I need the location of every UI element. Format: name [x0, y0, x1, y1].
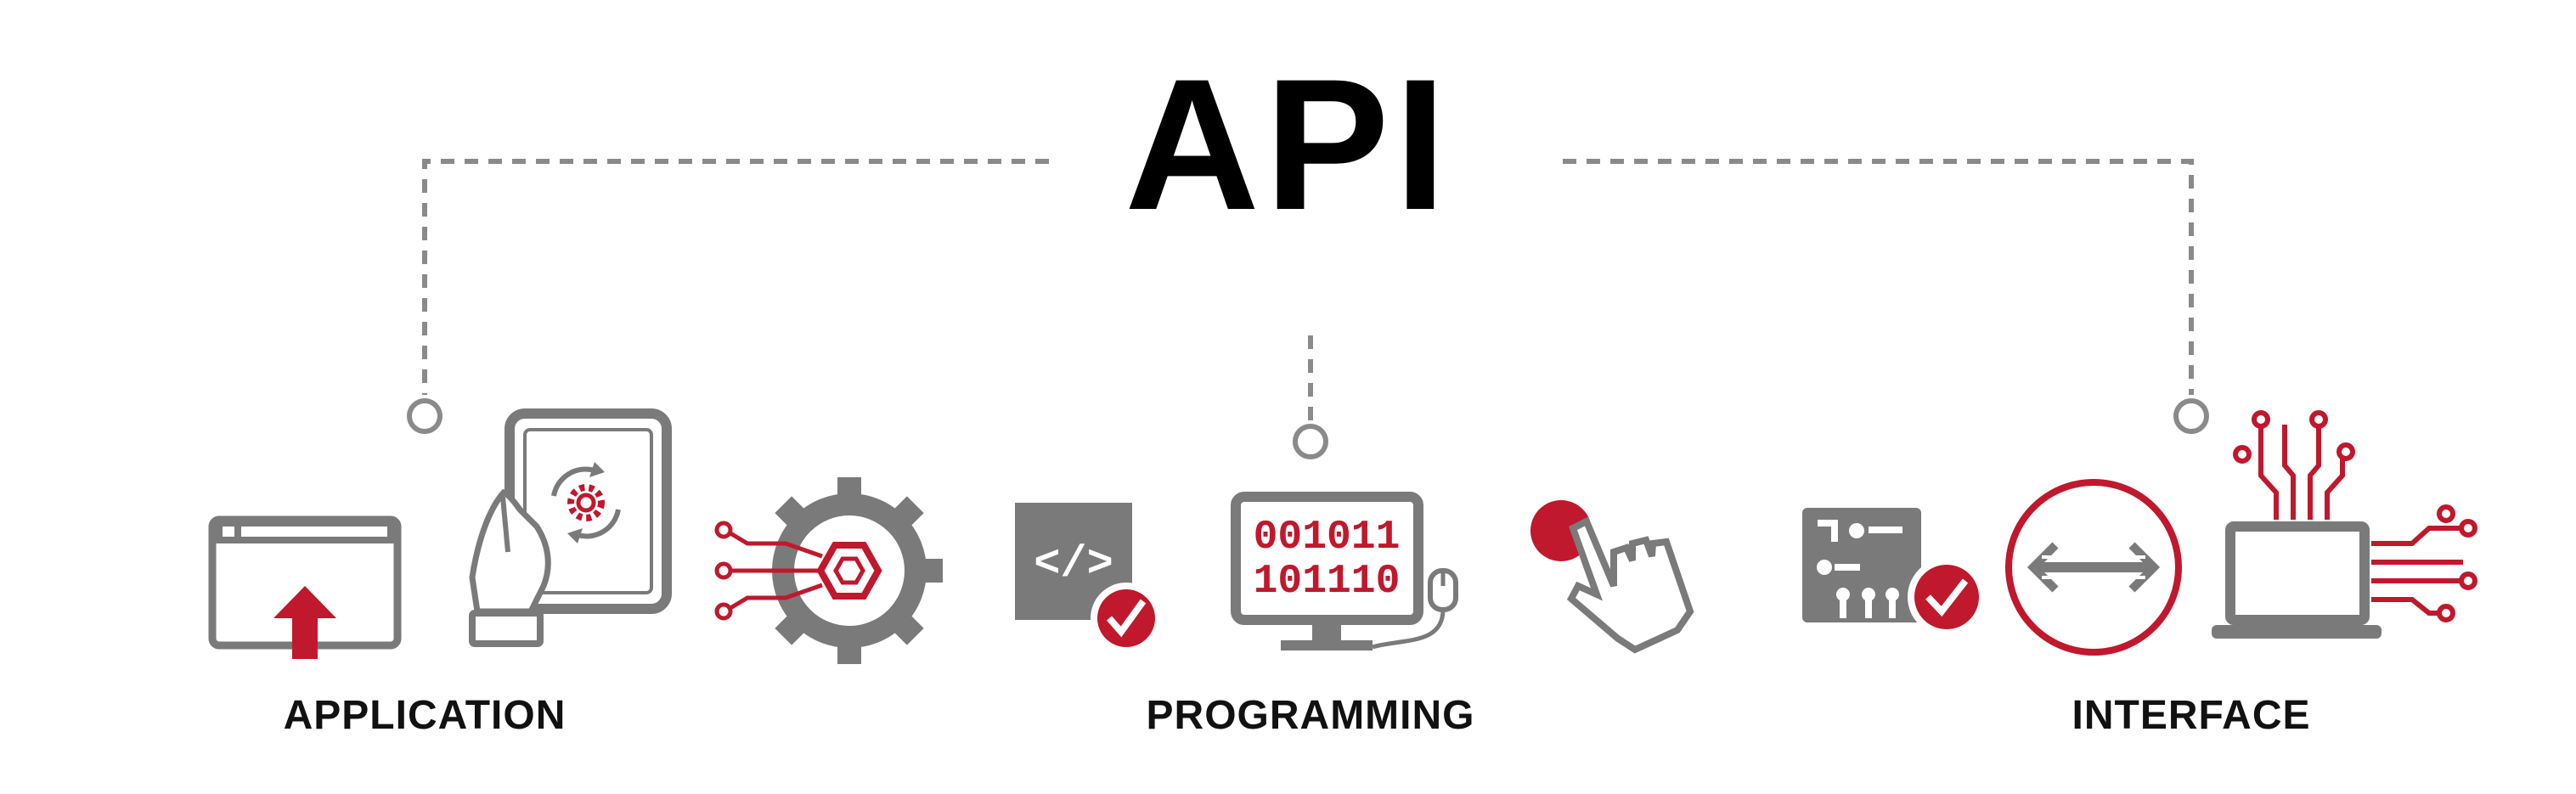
- pixel-hand-cursor-icon: [1530, 500, 1694, 654]
- bidirectional-arrow-icon: [2005, 479, 2182, 656]
- connector-node-left: [407, 398, 442, 434]
- section-label-programming: PROGRAMMING: [1146, 693, 1475, 738]
- laptop-circuit-icon: [2212, 410, 2477, 639]
- browser-upload-icon: [208, 515, 402, 659]
- binary-line-2: 101110: [1254, 559, 1401, 605]
- section-label-interface: INTERFACE: [2072, 693, 2311, 738]
- connector-lines: [422, 159, 2194, 425]
- connector-node-right: [2173, 398, 2209, 434]
- tablet-hand-gear-icon: [469, 408, 672, 647]
- circuit-board-check-icon: [1802, 508, 1986, 636]
- connector-node-middle: [1293, 424, 1328, 459]
- connector-left: [422, 159, 1049, 395]
- code-check-icon: </>: [1015, 503, 1162, 654]
- connector-nodes: [407, 398, 2209, 459]
- page-title: API: [1125, 40, 1451, 249]
- binary-line-1: 001011: [1254, 515, 1401, 560]
- connector-right: [1563, 159, 2194, 395]
- code-tag-label: </>: [1034, 539, 1113, 589]
- binary-monitor-icon: 001011 101110: [1231, 492, 1458, 650]
- circuit-gear-icon: [714, 477, 943, 664]
- section-label-application: APPLICATION: [283, 693, 566, 738]
